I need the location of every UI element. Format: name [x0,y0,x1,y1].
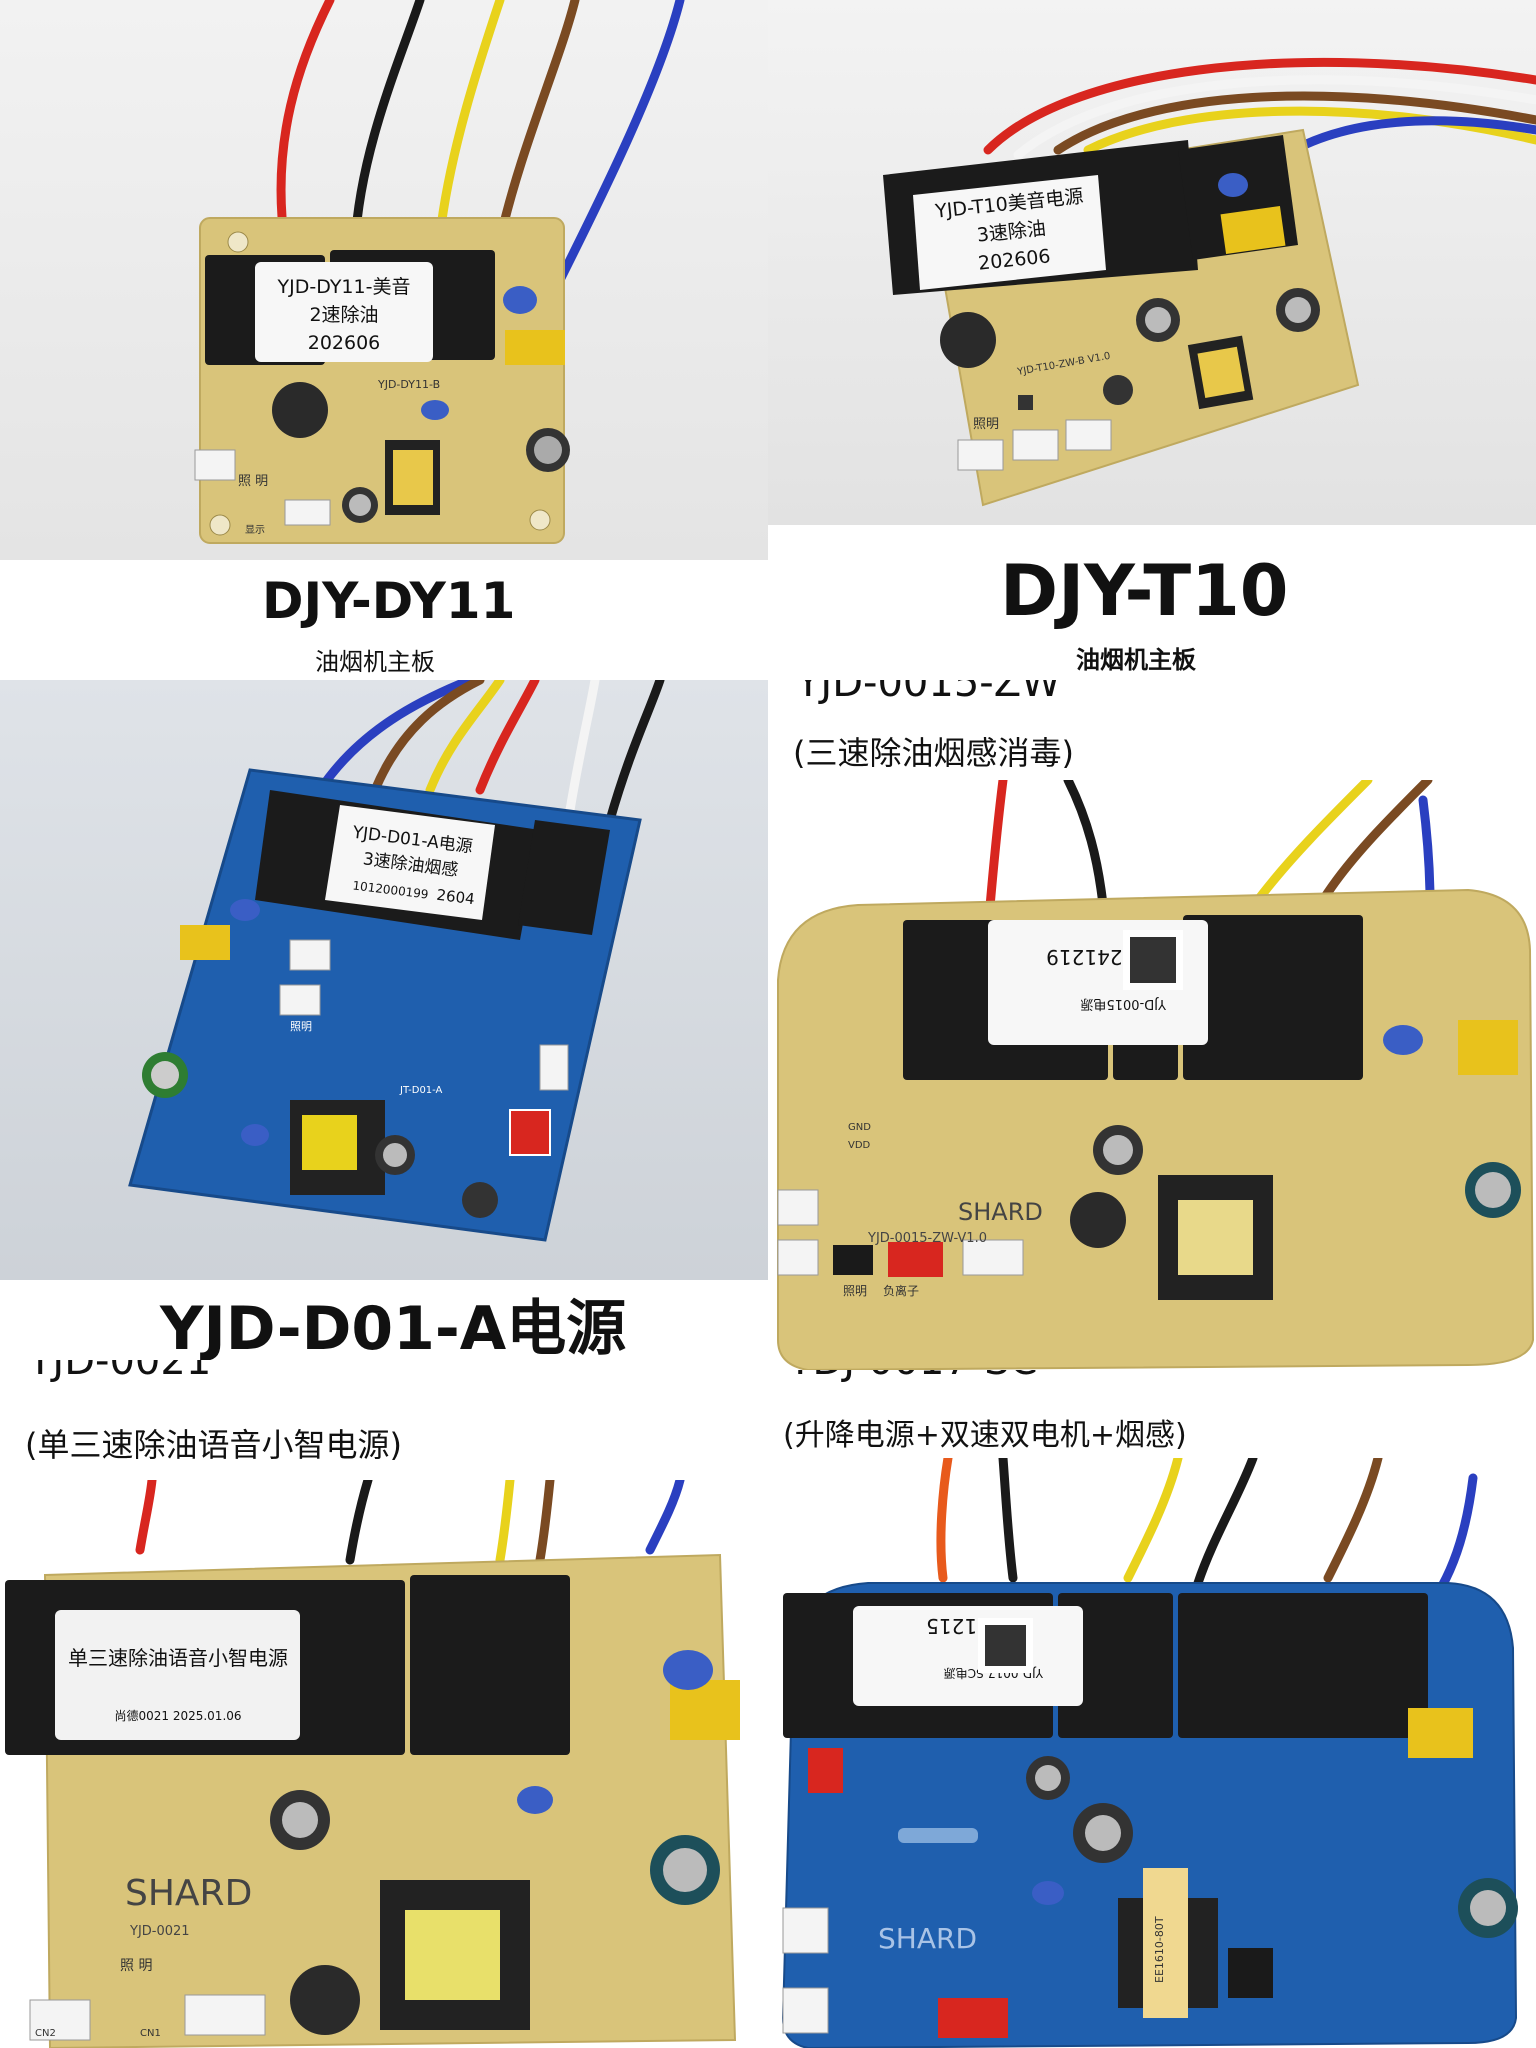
sticker-line-3: 202606 [308,332,381,354]
panel-subtitle: 油烟机主板 [315,648,435,676]
silk-brand: SHARD [878,1922,977,1955]
pcb-photo-t10: YJD-T10美音电源 3速除油 202606 YJD-T10-ZW-B V1.… [768,0,1536,525]
silk-cn1: CN1 [140,2028,161,2039]
sticker-line-2: 尚德0021 2025.01.06 [114,1708,241,1723]
panel-d01a: YJD-D01-A电源 3速除油烟感 1012000199 2604 照明 JT… [0,680,768,1360]
panel-0017sc: YDJ-0017-SC (升降电源+双速双电机+烟感) 20241215 YJD… [768,1370,1536,2048]
panel-title: YJD-D01-A电源 [160,1294,627,1360]
panel-title: YJD-0015-ZW [796,680,1061,706]
silk-model: YJD-0021 [129,1924,190,1939]
sticker-line-2: YJD-0015电源 [1080,996,1167,1011]
silk-gnd: GND [848,1122,871,1133]
silk-model: YJD-0015-ZW-V1.0 [867,1231,987,1246]
silk-light: 照明 [843,1284,867,1298]
silk-light: 照明 [290,1020,312,1033]
sticker-line-1: YJD-DY11-美音 [277,276,411,298]
sticker-line-2: 2速除油 [309,304,378,326]
silk-vdd: VDD [848,1140,871,1151]
sticker-line-1: 单三速除油语音小智电源 [68,1646,288,1670]
silk-display: 显示 [245,524,265,536]
silk-light: 照 明 [120,1958,152,1974]
silk-cn2: CN2 [35,2028,56,2039]
panel-subtitle: (单三速除油语音小智电源) [25,1426,402,1464]
silk-anion: 负离子 [883,1283,919,1298]
silk-brand: SHARD [125,1873,252,1914]
panel-0015zw: YJD-0015-ZW (三速除油烟感消毒) 20241219 YJD-0015… [768,680,1536,1370]
pcb-photo-0017sc: 20241215 YJD-0017-SC电源 SHARD EE1610-80T [768,1458,1536,2048]
pcb-photo-d01a: YJD-D01-A电源 3速除油烟感 1012000199 2604 照明 JT… [0,680,768,1280]
silk-model: JT-D01-A [399,1085,443,1096]
panel-title: DJY-T10 [1000,550,1289,632]
panel-subtitle: (三速除油烟感消毒) [793,734,1074,772]
pcb-photo-dy11: YJD-DY11-美音 2速除油 202606 YJD-DY11-B 照 明 显… [0,0,768,560]
silk-model: YJD-DY11-B [377,378,440,391]
panel-subtitle: (升降电源+双速双电机+烟感) [783,1418,1187,1453]
sticker-line-4: 2604 [436,886,476,909]
panel-title: YJD-0021 [28,1360,212,1384]
panel-t10: YJD-T10美音电源 3速除油 202606 YJD-T10-ZW-B V1.… [768,0,1536,680]
silk-brand: SHARD [958,1198,1043,1226]
silk-light: 照明 [973,417,999,432]
silk-light: 照 明 [238,474,268,489]
panel-subtitle: 油烟机主板 [1076,646,1196,674]
pcb-photo-0015zw: 20241219 YJD-0015电源 SHARD YJD-0015-ZW-V1… [768,780,1536,1370]
panel-title: DJY-DY11 [262,572,516,630]
pcb-photo-0021: 单三速除油语音小智电源 尚德0021 2025.01.06 SHARD YJD-… [0,1480,768,2048]
panel-title: YDJ-0017-SC [788,1370,1038,1384]
silk-transformer: EE1610-80T [1153,1916,1166,1983]
panel-dy11: YJD-DY11-美音 2速除油 202606 YJD-DY11-B 照 明 显… [0,0,768,680]
panel-0021: YJD-0021 (单三速除油语音小智电源) 单三速除油语音小智电源 尚德002… [0,1360,768,2048]
